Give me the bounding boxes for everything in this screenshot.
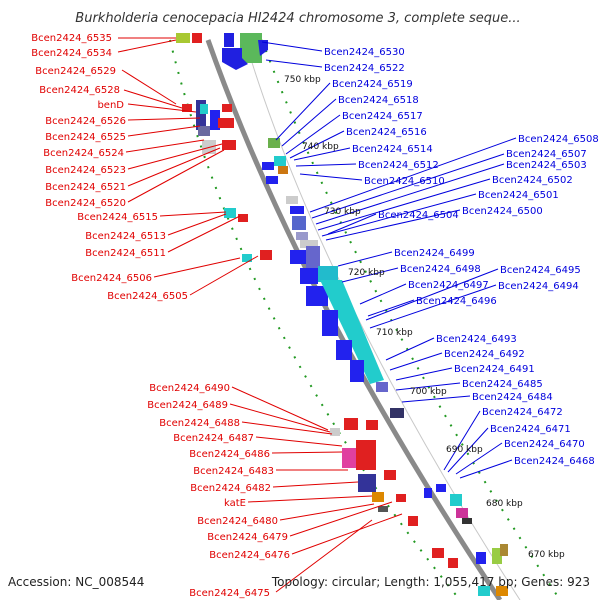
gene-label: Bcen2424_6482 <box>190 483 271 494</box>
gene-label: Bcen2424_6514 <box>352 144 433 155</box>
gene-label: Bcen2424_6510 <box>364 176 445 187</box>
gene-label: Bcen2424_6535 <box>31 33 112 44</box>
gene-label: Bcen2424_6470 <box>504 439 585 450</box>
gene-label: Bcen2424_6516 <box>346 127 427 138</box>
gene-label: Bcen2424_6522 <box>324 63 405 74</box>
gene-label: Bcen2424_6490 <box>149 383 230 394</box>
gene-label: Bcen2424_6529 <box>35 66 116 77</box>
gene-label: Bcen2424_6505 <box>107 291 188 302</box>
gene-label: Bcen2424_6484 <box>472 392 553 403</box>
gene-label: Bcen2424_6492 <box>444 349 525 360</box>
gene-label: Bcen2424_6480 <box>197 516 278 527</box>
gene-features <box>176 33 508 596</box>
gene-label: Bcen2424_6511 <box>85 248 166 259</box>
gene-label: Bcen2424_6471 <box>490 424 571 435</box>
gene-label: Bcen2424_6502 <box>492 175 573 186</box>
track-guide-outer <box>169 39 461 600</box>
gene-label: Bcen2424_6503 <box>506 160 587 171</box>
gene-label: Bcen2424_6513 <box>85 231 166 242</box>
gene-label: Bcen2424_6515 <box>77 212 158 223</box>
kbp-tick-label: 750 kbp <box>284 75 321 85</box>
kbp-tick-label: 730 kbp <box>324 207 361 217</box>
gene-label: Bcen2424_6517 <box>342 111 423 122</box>
kbp-tick-label: 680 kbp <box>486 499 523 509</box>
gene-label: Bcen2424_6498 <box>400 264 481 275</box>
gene-label: Bcen2424_6479 <box>207 532 288 543</box>
kbp-tick-label: 700 kbp <box>410 387 447 397</box>
gene-label: Bcen2424_6495 <box>500 265 581 276</box>
gene-label: Bcen2424_6496 <box>416 296 497 307</box>
gene-label: Bcen2424_6497 <box>408 280 489 291</box>
left-callout-lines <box>117 37 403 593</box>
gene-label: katE <box>224 498 246 509</box>
kbp-ticks: 750 kbp 740 kbp 730 kbp 720 kbp 710 kbp … <box>284 75 565 560</box>
left-gene-labels: Bcen2424_6535 Bcen2424_6534 Bcen2424_652… <box>31 33 290 599</box>
gene-label: Bcen2424_6493 <box>436 334 517 345</box>
gene-label: Bcen2424_6524 <box>43 148 124 159</box>
gene-label: Bcen2424_6526 <box>45 116 126 127</box>
topology-text: Topology: circular; Length: 1,055,417 bp… <box>271 575 590 589</box>
gene-label: Bcen2424_6523 <box>45 165 126 176</box>
kbp-tick-label: 740 kbp <box>302 142 339 152</box>
gene-label: Bcen2424_6525 <box>45 132 126 143</box>
map-title: Burkholderia cenocepacia HI2424 chromoso… <box>75 11 520 26</box>
gene-label: Bcen2424_6530 <box>324 47 405 58</box>
gene-label: Bcen2424_6485 <box>462 379 543 390</box>
gene-label: Bcen2424_6476 <box>209 550 290 561</box>
gene-label: Bcen2424_6504 <box>378 210 459 221</box>
right-callout-lines <box>261 41 517 479</box>
gene-label: Bcen2424_6506 <box>71 273 152 284</box>
gene-label: Bcen2424_6507 <box>506 149 587 160</box>
gene-label: Bcen2424_6501 <box>478 190 559 201</box>
kbp-tick-label: 720 kbp <box>348 268 385 278</box>
kbp-tick-label: 690 kbp <box>446 445 483 455</box>
gene-label: Bcen2424_6494 <box>498 281 579 292</box>
gene-label: benD <box>97 100 124 111</box>
gene-label: Bcen2424_6475 <box>189 588 270 599</box>
gene-label: Bcen2424_6500 <box>462 206 543 217</box>
gene-label: Bcen2424_6518 <box>338 95 419 106</box>
gene-label: Bcen2424_6528 <box>39 85 120 96</box>
gene-label: Bcen2424_6521 <box>45 182 126 193</box>
gene-label: Bcen2424_6519 <box>332 79 413 90</box>
kbp-tick-label: 710 kbp <box>376 328 413 338</box>
right-gene-labels: Bcen2424_6530 Bcen2424_6522 Bcen2424_651… <box>324 47 599 467</box>
gene-label: Bcen2424_6468 <box>514 456 595 467</box>
gene-label: Bcen2424_6520 <box>45 198 126 209</box>
gene-label: Bcen2424_6508 <box>518 134 599 145</box>
gene-label: Bcen2424_6487 <box>173 433 254 444</box>
chromosome-backbone-inner <box>244 39 521 600</box>
gene-label: Bcen2424_6488 <box>159 418 240 429</box>
gene-label: Bcen2424_6483 <box>193 466 274 477</box>
gene-label: Bcen2424_6489 <box>147 400 228 411</box>
accession-text: Accession: NC_008544 <box>8 575 144 589</box>
gene-label: Bcen2424_6534 <box>31 48 112 59</box>
gene-label: Bcen2424_6486 <box>189 449 270 460</box>
gene-label: Bcen2424_6491 <box>454 364 535 375</box>
gene-label: Bcen2424_6472 <box>482 407 563 418</box>
gene-label: Bcen2424_6512 <box>358 160 439 171</box>
gene-label: Bcen2424_6499 <box>394 248 475 259</box>
kbp-tick-label: 670 kbp <box>528 550 565 560</box>
